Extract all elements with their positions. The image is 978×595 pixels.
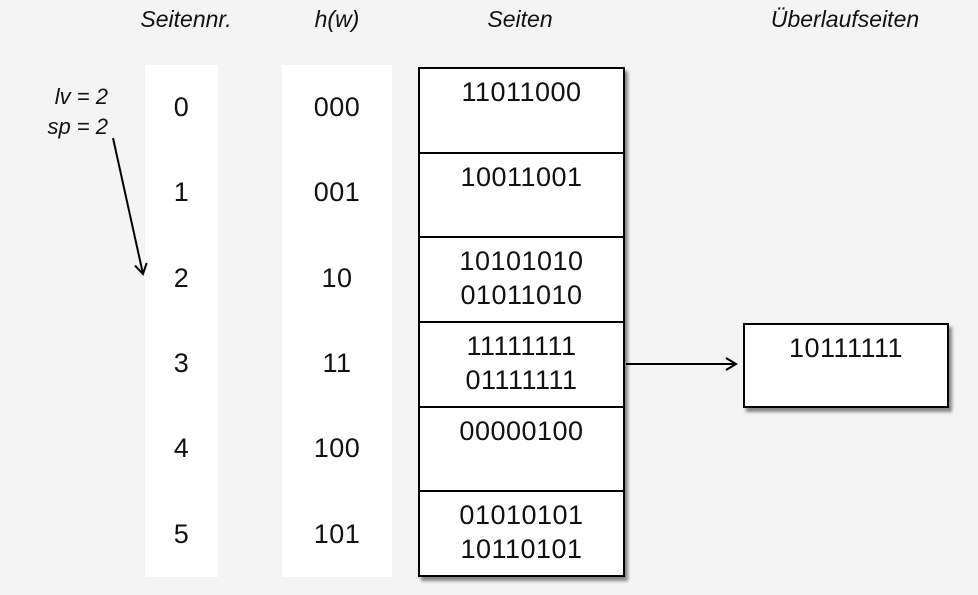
pages-table: 11011000 10011001 10101010 01011010 1111… <box>418 67 625 577</box>
header-seiten: Seiten <box>487 6 553 32</box>
hash-value: 100 <box>313 433 361 464</box>
record-value: 11011000 <box>461 77 582 107</box>
page-number: 1 <box>173 177 190 208</box>
page-number: 4 <box>173 433 190 464</box>
hash-value-column: 000 001 10 11 100 101 <box>282 65 392 577</box>
overflow-record-value: 10111111 <box>788 333 904 363</box>
hash-value: 101 <box>313 518 361 549</box>
page-number: 2 <box>173 262 190 293</box>
header-ueberlaufseiten: Überlaufseiten <box>770 6 920 32</box>
hash-value: 001 <box>313 177 361 208</box>
split-pointer-arrow <box>112 137 148 276</box>
header-seitennr: Seitennr. <box>140 6 232 32</box>
record-value: 01010101 <box>459 500 584 531</box>
page-cell-3: 11111111 01111111 <box>420 323 623 408</box>
page-cell-1: 10011001 <box>420 154 623 239</box>
page-number: 0 <box>173 92 190 123</box>
hash-value: 000 <box>313 92 361 123</box>
record-value: 01111111 <box>465 365 578 396</box>
annotation-sp: sp = 2 <box>47 114 108 139</box>
page-number: 5 <box>173 518 190 549</box>
record-value: 00000100 <box>459 415 584 446</box>
record-value: 10110101 <box>460 534 583 565</box>
annotation-lv: lv = 2 <box>54 84 108 109</box>
overflow-page-box: 10111111 <box>743 323 949 408</box>
page-cell-4: 00000100 <box>420 408 623 493</box>
hash-value: 10 <box>321 262 353 293</box>
record-value: 01011010 <box>460 280 583 311</box>
record-value: 10101010 <box>459 246 584 277</box>
page-cell-5: 01010101 10110101 <box>420 492 623 575</box>
hash-value: 11 <box>322 348 352 379</box>
page-number: 3 <box>173 348 190 379</box>
page-number-column: 0 1 2 3 4 5 <box>145 65 218 577</box>
state-annotation: lv = 2 sp = 2 <box>18 82 108 142</box>
header-hash-function: h(w) <box>314 6 360 32</box>
record-value: 11111111 <box>466 331 577 362</box>
page-cell-2: 10101010 01011010 <box>420 238 623 324</box>
page-cell-0: 11011000 <box>420 69 623 154</box>
record-value: 10011001 <box>460 161 583 192</box>
